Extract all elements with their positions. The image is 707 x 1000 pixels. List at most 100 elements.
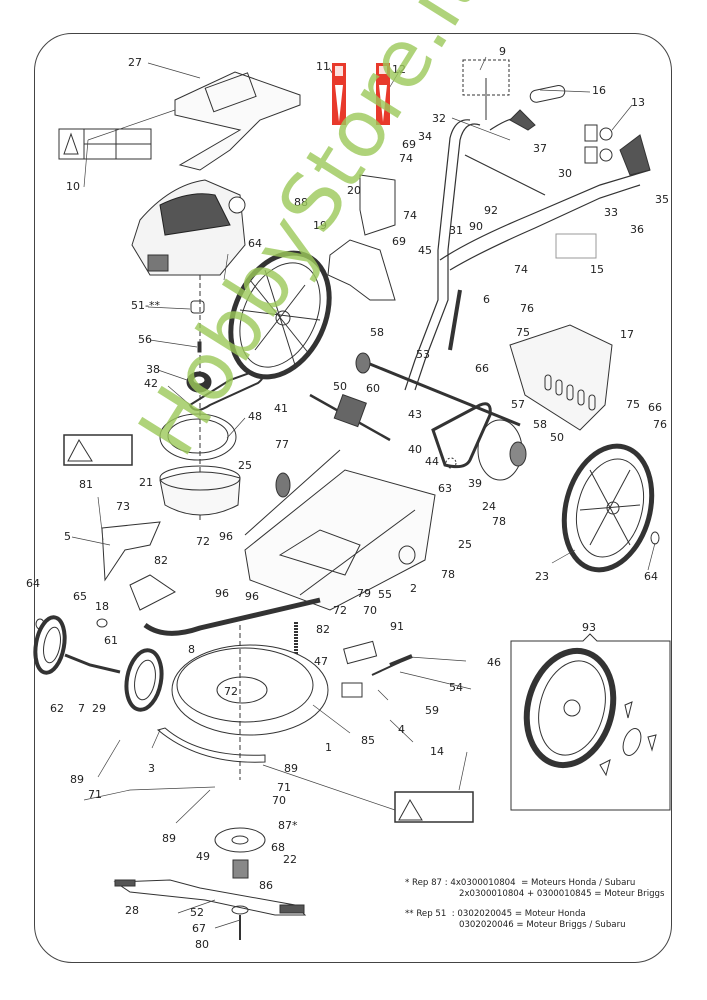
callout-74: 74 (399, 152, 413, 165)
part-16-grip (529, 85, 566, 103)
chassis-frame (244, 449, 436, 611)
callout-89: 89 (70, 773, 84, 786)
callout-8: 8 (188, 643, 195, 656)
part-35-lever (619, 134, 651, 176)
callout-56: 56 (138, 333, 152, 346)
callout-91: 91 (390, 620, 404, 633)
part-1-deck (171, 644, 329, 736)
rear-wheel-left (228, 250, 332, 380)
part-64-washer-left (35, 618, 45, 630)
callout-74: 74 (403, 209, 417, 222)
callout-42: 42 (144, 377, 158, 390)
callout-58: 58 (533, 418, 547, 431)
decal-13 (584, 124, 598, 142)
callout-14: 14 (430, 745, 444, 758)
inset-box-93 (510, 633, 671, 811)
callout-52: 52 (190, 906, 204, 919)
part-53-axle (359, 358, 521, 427)
part-8-axle (143, 597, 321, 636)
callout-69: 69 (402, 138, 416, 151)
callout-59: 59 (425, 704, 439, 717)
callout-10: 10 (66, 180, 80, 193)
callout-93: 93 (582, 621, 596, 634)
part-56-key (197, 341, 202, 353)
note-rep87-line2: 2x0300010804 + 0300010845 = Moteur Brigg… (459, 889, 665, 899)
part-37-lever (509, 109, 536, 131)
callout-31: 31 (449, 224, 463, 237)
callout-41: 41 (274, 402, 288, 415)
callout-50: 50 (550, 431, 564, 444)
callout-5: 5 (64, 530, 71, 543)
decal-9 (462, 59, 510, 96)
part-46-spring (389, 654, 413, 667)
callout-70: 70 (272, 794, 286, 807)
callout-87: 87* (278, 819, 298, 832)
callout-90: 90 (469, 220, 483, 233)
part-17-chute (509, 324, 613, 431)
callout-70: 70 (363, 604, 377, 617)
part-64-washer-right (650, 531, 660, 545)
part-25-bearing-left (275, 472, 291, 498)
callout-88: 88 (294, 196, 308, 209)
callout-4: 4 (398, 723, 405, 736)
callout-15: 15 (590, 263, 604, 276)
callout-32: 32 (432, 112, 446, 125)
front-wheel-left (33, 615, 67, 675)
part-6-support (448, 289, 462, 351)
callout-74: 74 (514, 263, 528, 276)
part-19-guard (327, 239, 396, 301)
callout-11: 11 (316, 60, 330, 73)
part-52-washer (231, 905, 249, 915)
warning-label-10 (58, 128, 152, 160)
callout-62: 62 (50, 702, 64, 715)
callout-21: 21 (139, 476, 153, 489)
callout-86: 86 (259, 879, 273, 892)
callout-39: 39 (468, 477, 482, 490)
callout-13: 13 (631, 96, 645, 109)
callout-45: 45 (418, 244, 432, 257)
part-48-gasket (159, 413, 237, 461)
callout-79: 79 (357, 587, 371, 600)
rear-wheel-right (561, 443, 655, 573)
note-rep51-line2: 0302020046 = Moteur Briggs / Subaru (459, 920, 626, 930)
callout-46: 46 (487, 656, 501, 669)
callout-77: 77 (275, 438, 289, 451)
callout-25: 25 (238, 459, 252, 472)
decal-15 (555, 233, 597, 259)
callout-68: 68 (271, 841, 285, 854)
callout-96: 96 (219, 530, 233, 543)
warning-label-14 (394, 791, 474, 823)
callout-30: 30 (558, 167, 572, 180)
part-28-blade (113, 879, 307, 916)
warning-label-81 (63, 434, 133, 466)
part-25-bearing-right (398, 545, 416, 565)
callout-43: 43 (408, 408, 422, 421)
callout-12: 12 (392, 63, 406, 76)
callout-7: 7 (78, 702, 85, 715)
callout-96: 96 (215, 587, 229, 600)
part-61-washer (96, 618, 108, 628)
callout-23: 23 (535, 570, 549, 583)
callout-82: 82 (154, 554, 168, 567)
callout-53: 53 (416, 348, 430, 361)
red-decal-12 (376, 63, 390, 125)
callout-51: 51-** (131, 299, 160, 312)
callout-64: 64 (26, 577, 40, 590)
callout-72: 72 (224, 685, 238, 698)
part-27-cover (174, 71, 301, 171)
callout-63: 63 (438, 482, 452, 495)
part-5-plate (101, 521, 161, 582)
callout-18: 18 (95, 600, 109, 613)
callout-38: 38 (146, 363, 160, 376)
part-50-hub-left (355, 352, 371, 374)
callout-54: 54 (449, 681, 463, 694)
callout-37: 37 (533, 142, 547, 155)
callout-49: 49 (196, 850, 210, 863)
callout-66: 66 (648, 401, 662, 414)
part-4-bracket (341, 682, 363, 698)
callout-48: 48 (248, 410, 262, 423)
callout-57: 57 (511, 398, 525, 411)
callout-92: 92 (484, 204, 498, 217)
callout-33: 33 (604, 206, 618, 219)
